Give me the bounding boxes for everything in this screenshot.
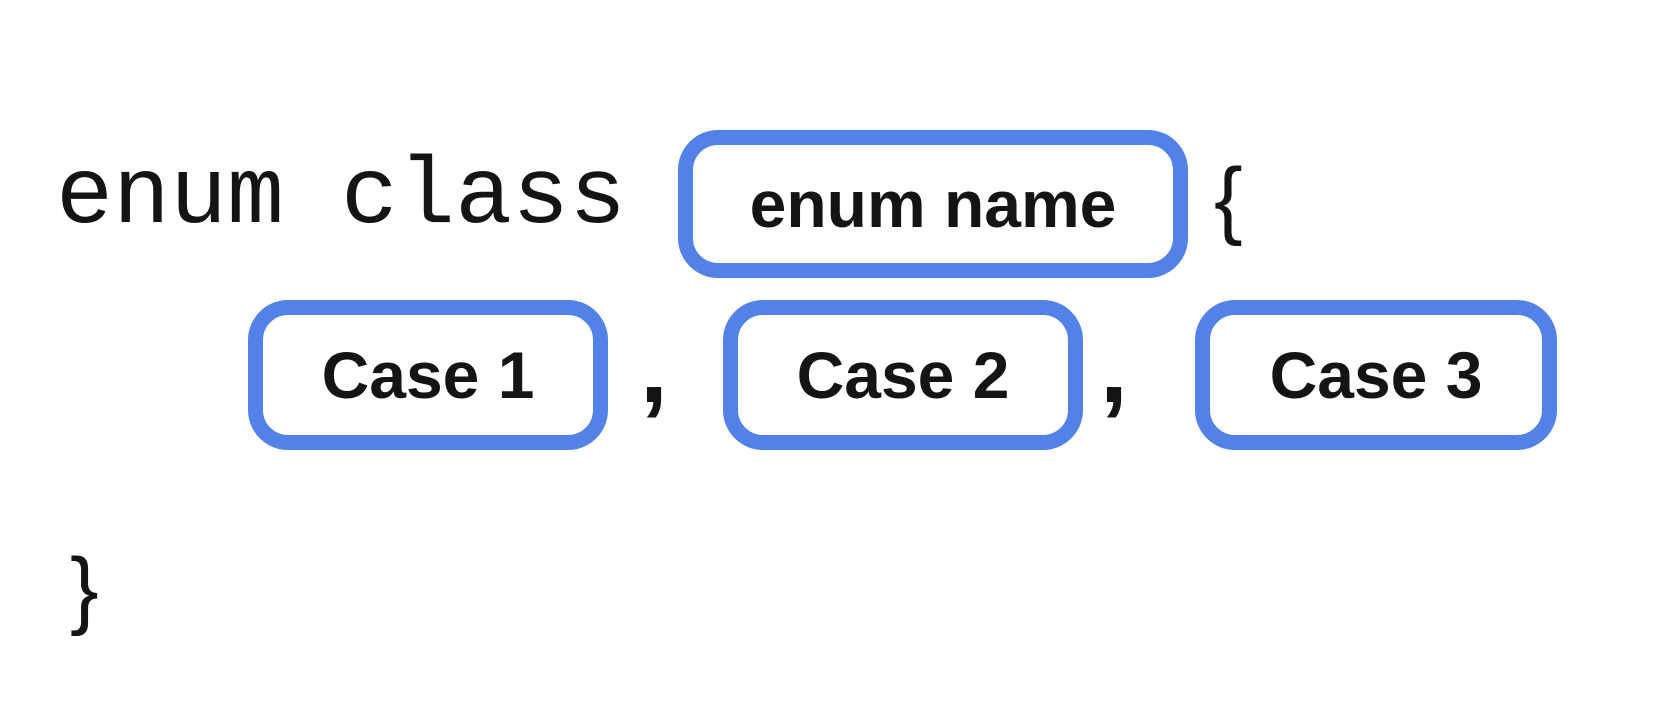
enum-name-box: enum name (678, 130, 1188, 278)
open-brace: { (1214, 151, 1243, 247)
case-3-label: Case 3 (1269, 338, 1483, 412)
comma-separator-1: , (640, 312, 668, 424)
enum-name-label: enum name (749, 167, 1117, 241)
close-brace: } (70, 541, 99, 637)
case-2-box: Case 2 (723, 300, 1083, 450)
case-1-label: Case 1 (321, 338, 535, 412)
case-1-box: Case 1 (248, 300, 608, 450)
case-2-label: Case 2 (796, 338, 1010, 412)
case-3-box: Case 3 (1195, 300, 1557, 450)
comma-separator-2: , (1100, 312, 1128, 424)
enum-class-keyword: enum class (56, 143, 627, 251)
